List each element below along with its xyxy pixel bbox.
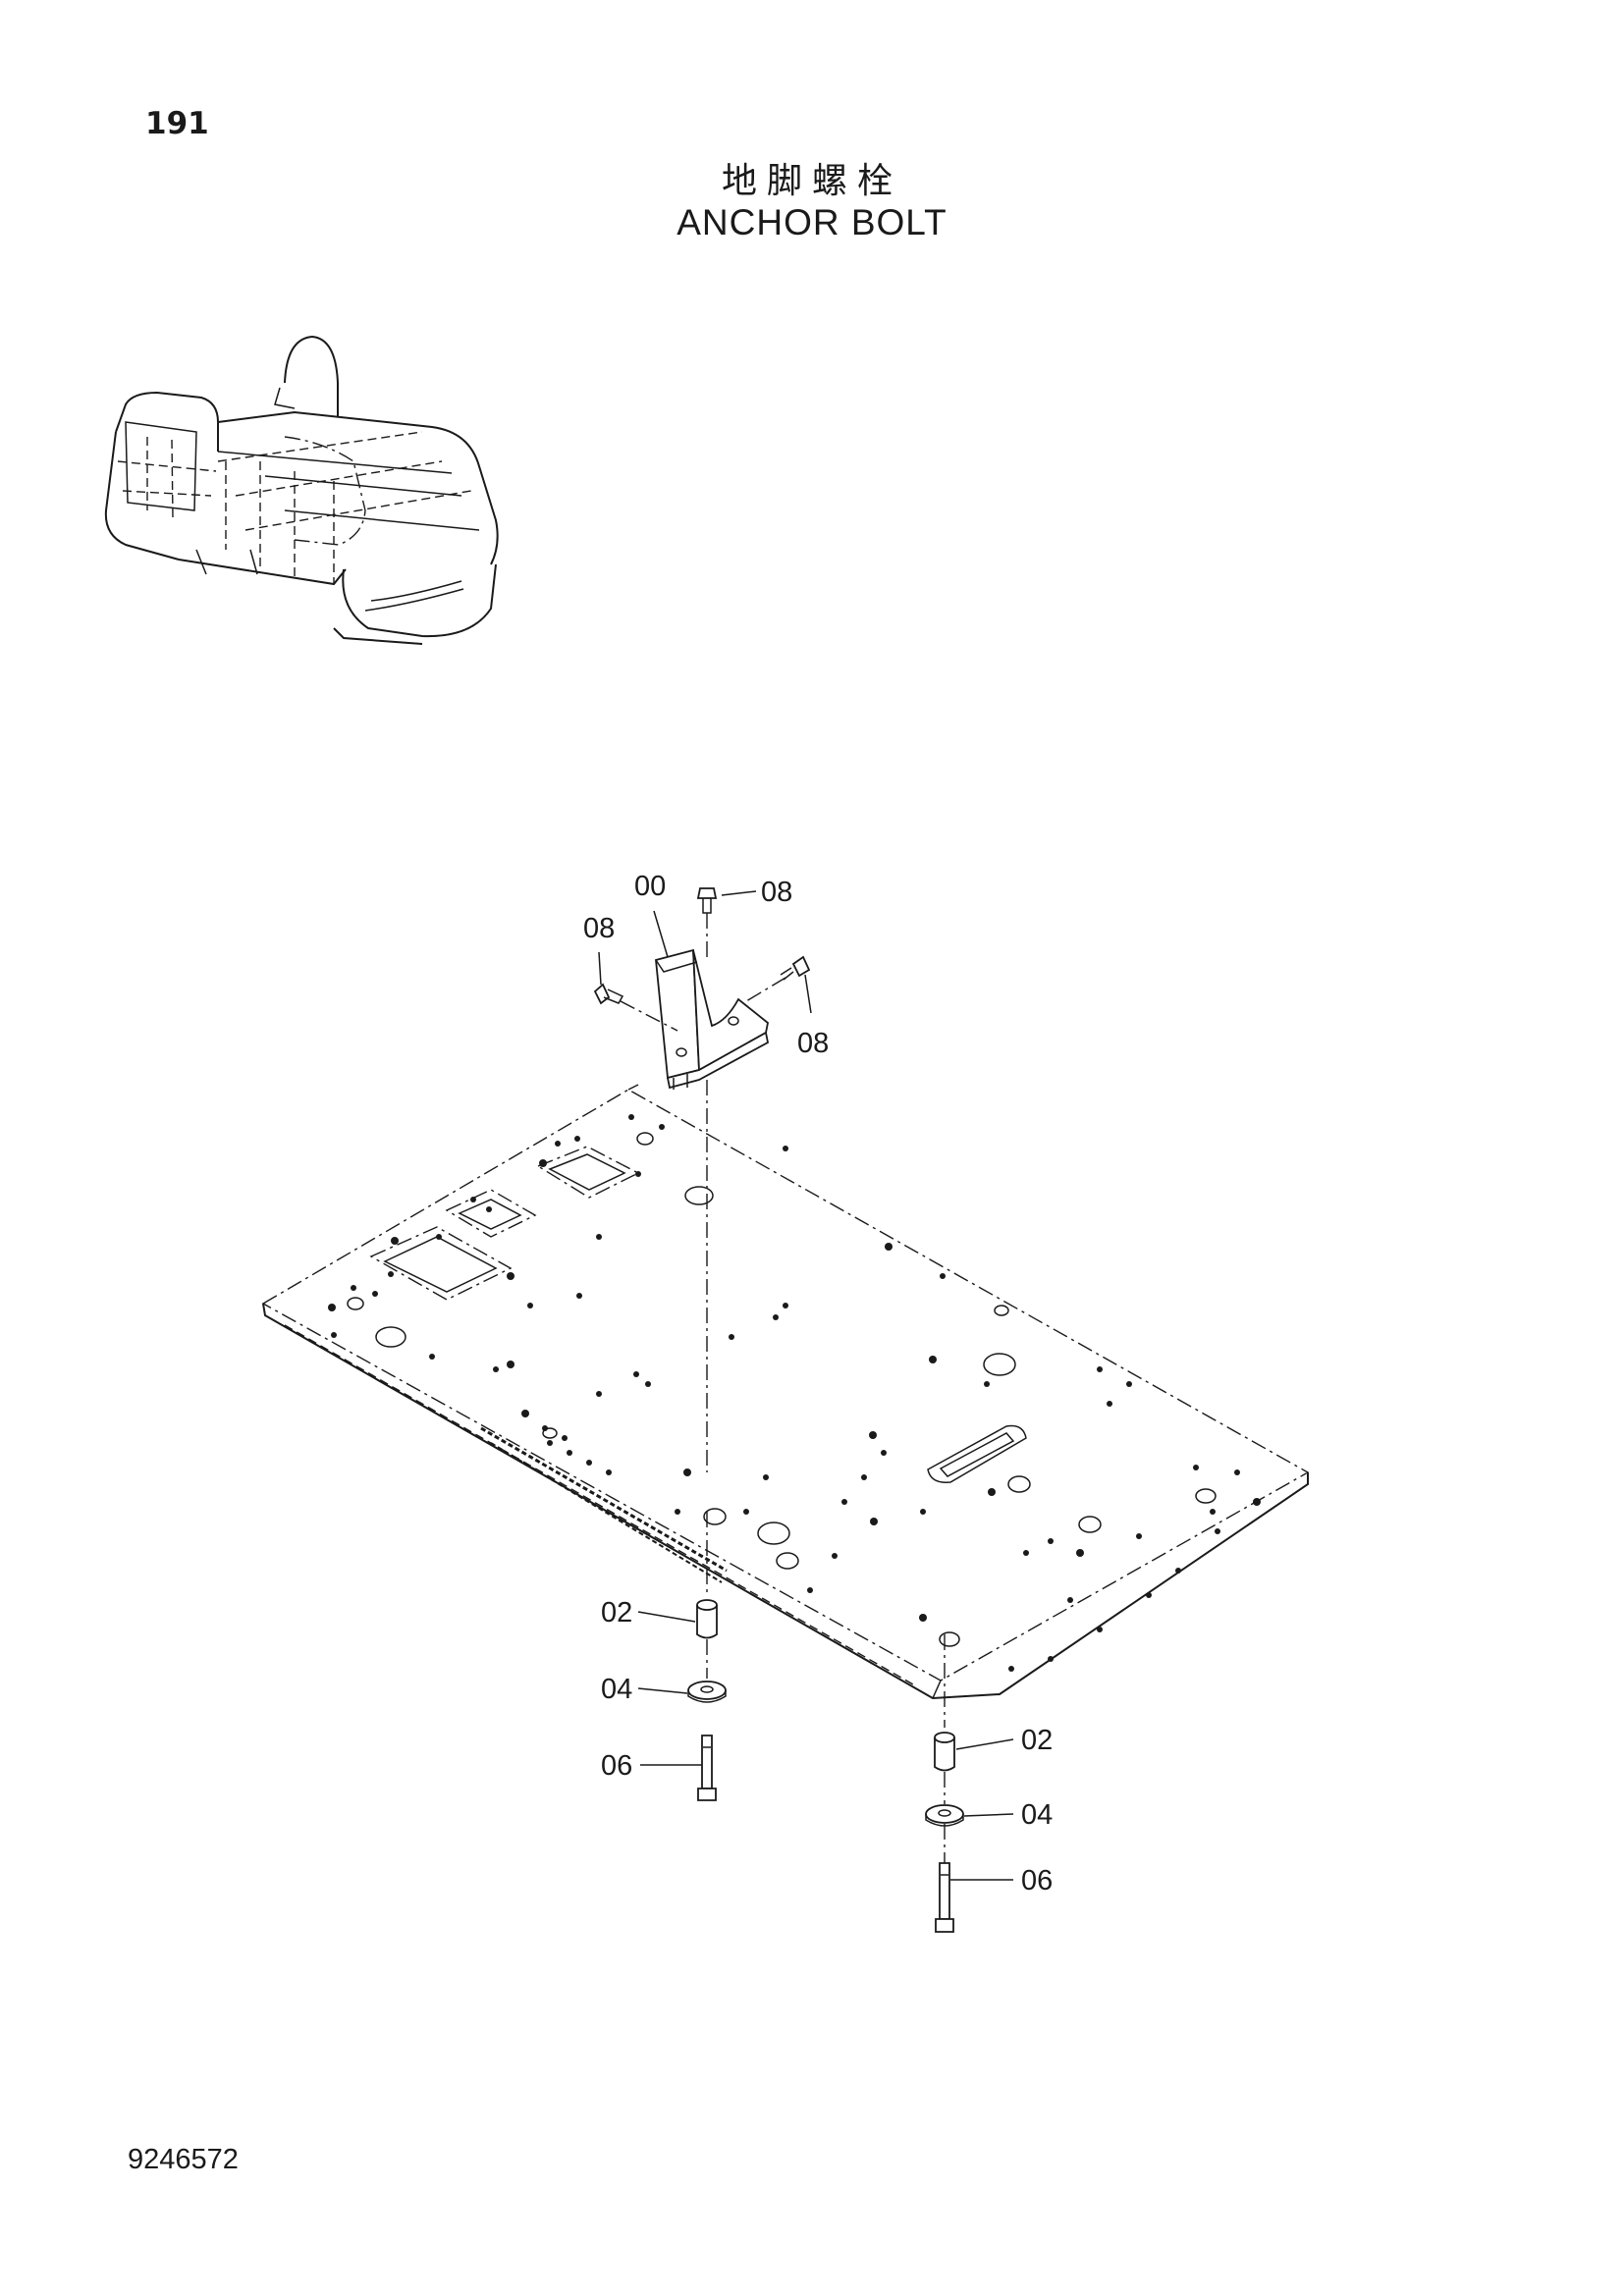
callout-08-right: 08 [797,1028,829,1059]
bolt-icon [697,1735,717,1801]
spacer-icon [934,1732,955,1772]
bolt-hole [763,1474,769,1480]
bolt-hole [635,1171,641,1177]
document-number: 9246572 [128,2144,239,2175]
spacer-icon [696,1599,718,1639]
bolt-hole [675,1509,680,1515]
bolt-hole [885,1243,893,1251]
bolt-hole [388,1271,394,1277]
callout-02-left: 02 [601,1597,632,1629]
bolt-hole [486,1206,492,1212]
page-number: 191 [145,106,209,141]
callout-04-left: 04 [601,1674,632,1705]
bolt-hole [507,1361,514,1368]
bolt-hole [783,1146,788,1151]
bolt-hole [1048,1538,1054,1544]
bolt-hole [729,1334,734,1340]
bolt-hole [1136,1533,1142,1539]
bolt-hole [470,1197,476,1202]
bolt-hole [861,1474,867,1480]
bolt-hole [331,1332,337,1338]
callout-08-top: 08 [761,877,792,908]
bolt-hole [1097,1627,1103,1632]
bolt-hole [493,1366,499,1372]
bolt-hole [683,1468,691,1476]
bolt-hole [429,1354,435,1360]
callout-00: 00 [634,871,666,902]
callout-02-right: 02 [1021,1725,1053,1756]
bolt-hole [562,1435,568,1441]
bolt-hole [1097,1366,1103,1372]
bolt-hole [1253,1498,1261,1506]
washer-icon [925,1804,964,1827]
bolt-hole [841,1499,847,1505]
bolt-hole [870,1518,878,1525]
bolt-hole [606,1469,612,1475]
bolt-hole [436,1234,442,1240]
bolt-hole [391,1237,399,1245]
bolt-hole [659,1124,665,1130]
bolt-hole [576,1293,582,1299]
bolt-hole [596,1234,602,1240]
bolt-hole [1067,1597,1073,1603]
bolt-hole [547,1440,553,1446]
bolt-hole [351,1285,356,1291]
bolt-hole [1175,1568,1181,1574]
bolt-hole [881,1450,887,1456]
bolt-hole [773,1314,779,1320]
bolt-hole [527,1303,533,1308]
bolt-hole [521,1410,529,1417]
bolt-icon [935,1862,954,1933]
bolt-hole [869,1431,877,1439]
bolt-hole [1234,1469,1240,1475]
callout-04-right: 04 [1021,1799,1053,1831]
bolt-hole [1008,1666,1014,1672]
bolt-hole [988,1488,996,1496]
bolt-icon [593,887,811,1005]
bolt-hole [1126,1381,1132,1387]
bolt-hole [940,1273,946,1279]
excavator-upperstructure-icon [104,335,499,645]
bolt-hole [372,1291,378,1297]
bolt-hole [542,1425,548,1431]
bolt-hole [555,1141,561,1147]
bolt-hole [1193,1465,1199,1470]
bolt-hole [1048,1656,1054,1662]
bolt-hole [633,1371,639,1377]
page-title: ANCHOR BOLT [677,202,947,242]
bolt-hole [507,1272,514,1280]
bolt-hole [1107,1401,1112,1407]
bolt-hole [567,1450,572,1456]
bolt-hole [596,1391,602,1397]
bolt-hole [645,1381,651,1387]
bolt-hole [1146,1592,1152,1598]
bolt-hole [984,1381,990,1387]
callout-06-left: 06 [601,1750,632,1782]
bolt-hole [1210,1509,1216,1515]
floor-plate-icon [261,1084,1310,1700]
bolt-hole [1076,1549,1084,1557]
bolt-hole [807,1587,813,1593]
bolt-hole [586,1460,592,1466]
bolt-hole [832,1553,838,1559]
callout-06-right: 06 [1021,1865,1053,1896]
bolt-hole [920,1509,926,1515]
bolt-hole [328,1304,336,1311]
bolt-hole [1023,1550,1029,1556]
bolt-hole [929,1356,937,1363]
bracket-icon [655,948,770,1090]
bolt-hole [539,1159,547,1167]
bolt-hole [1215,1528,1220,1534]
bolt-hole [574,1136,580,1142]
washer-icon [687,1681,727,1703]
bolt-hole [743,1509,749,1515]
bolt-hole [919,1614,927,1622]
bolt-hole [628,1114,634,1120]
page-title-chinese: 地脚螺栓 [721,161,902,201]
callout-08-left: 08 [583,913,615,944]
bolt-hole [783,1303,788,1308]
